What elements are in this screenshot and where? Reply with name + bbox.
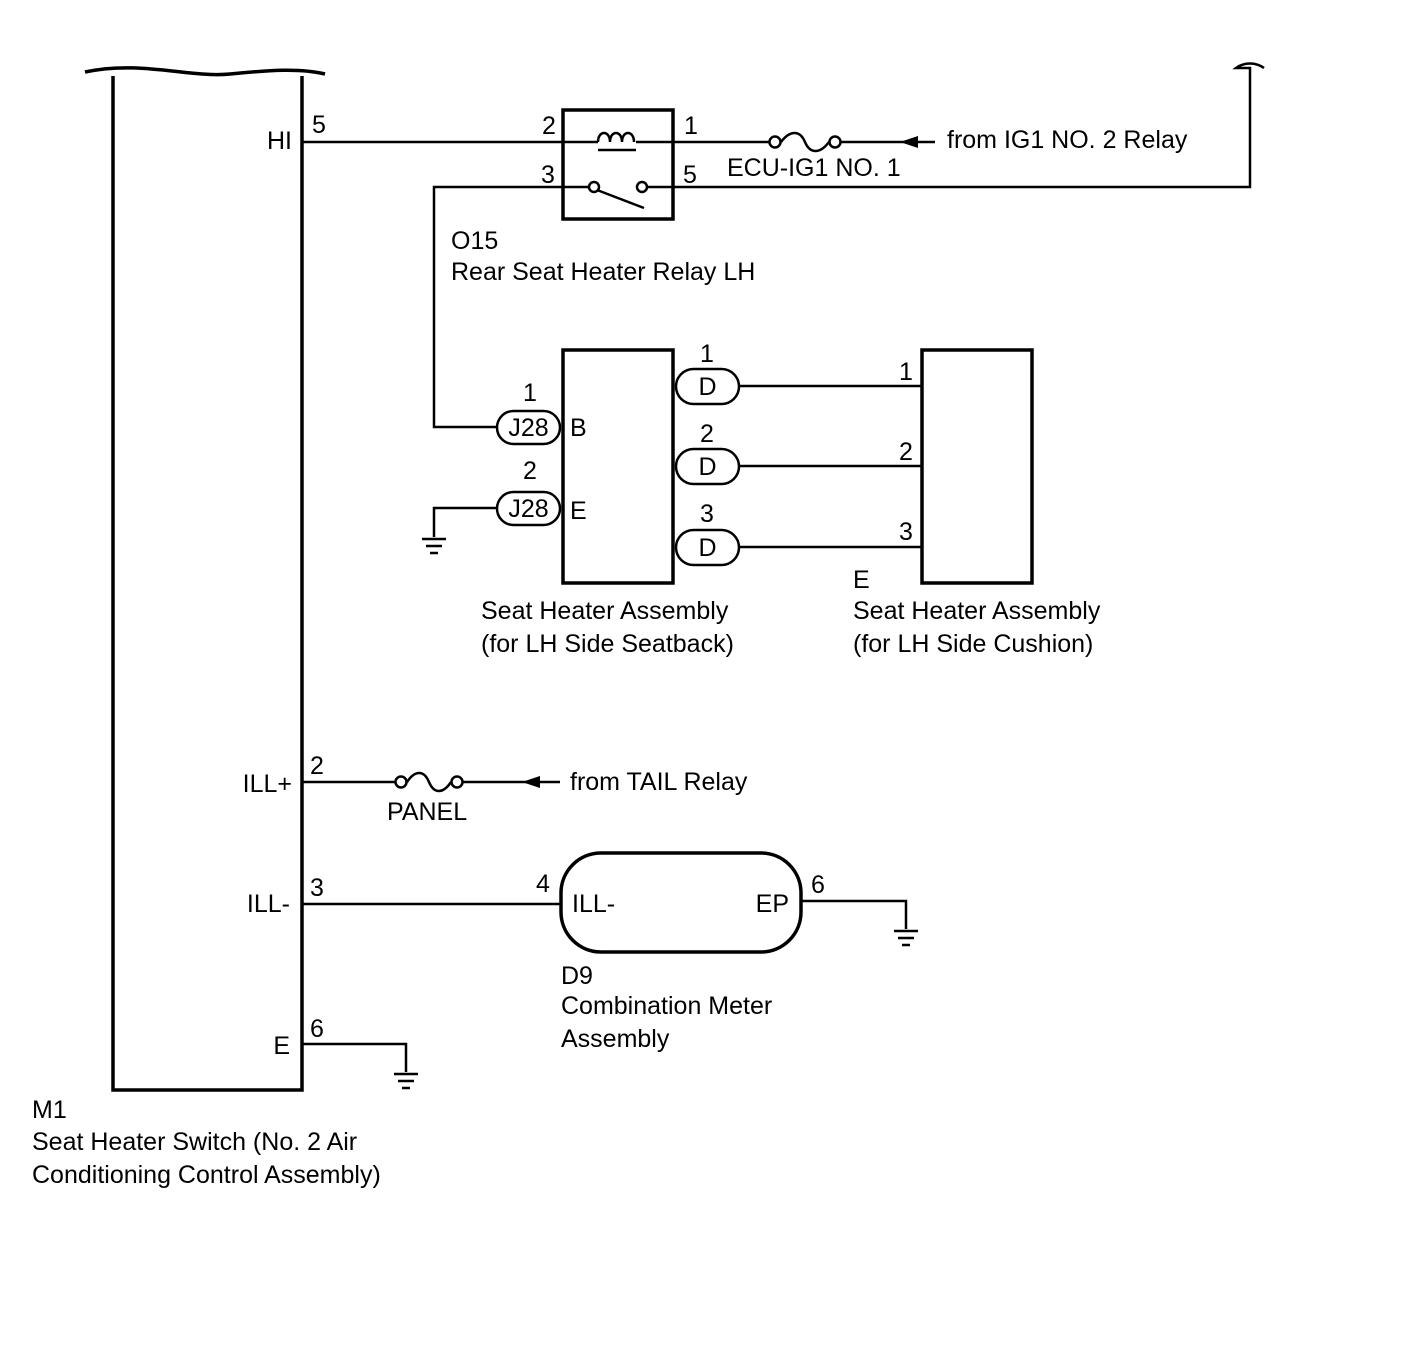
- ground-icon: [422, 537, 446, 555]
- fuse-icon: [405, 771, 453, 793]
- cushion-name-line1: Seat Heater Assembly: [853, 597, 1101, 625]
- relay-contact-icon: [635, 180, 649, 194]
- connector-d-2-pin: 2: [700, 420, 714, 448]
- meter-in-pin: 4: [536, 870, 550, 898]
- cushion-pin-1: 1: [899, 358, 913, 386]
- relay-pin-switch-in: 3: [541, 161, 555, 189]
- connector-d-3: [674, 528, 741, 567]
- ground-symbols: [394, 537, 918, 1090]
- switch-pin-label-ill-plus: ILL+: [243, 770, 292, 798]
- connector-d-3-pin: 3: [700, 500, 714, 528]
- fuse-panel-label: PANEL: [387, 798, 467, 826]
- relay-coil-icon: [596, 131, 636, 143]
- switch-break-line: [84, 66, 326, 77]
- relay-name: Rear Seat Heater Relay LH: [451, 258, 755, 286]
- connector-d-1-label: D: [698, 373, 716, 401]
- fuse-icon: [780, 131, 830, 153]
- relay-contact-icon: [587, 180, 601, 194]
- relay-code: O15: [451, 227, 498, 255]
- connector-j28-b-label: J28: [508, 414, 548, 442]
- connector-j28-e: [495, 490, 562, 527]
- switch-name-line2: Conditioning Control Assembly): [32, 1161, 381, 1189]
- switch-pin-number-e: 6: [310, 1015, 324, 1043]
- meter-out-label: EP: [756, 890, 789, 918]
- seatback-box: [561, 348, 675, 585]
- seat-heater-cushion: 1 2 3 E Seat Heater Assembly (for LH Sid…: [853, 348, 1101, 658]
- meter-in-label: ILL-: [572, 890, 615, 918]
- relay-switch-icon: [596, 188, 645, 210]
- wire-relay-out-to-ig1: [673, 62, 1265, 189]
- seatback-name-line1: Seat Heater Assembly: [481, 597, 729, 625]
- relay-pin-switch-out: 5: [683, 161, 697, 189]
- switch-pin-number-hi: 5: [312, 111, 326, 139]
- fuse-ecu-ig1: ECU-IG1 NO. 1: [727, 131, 901, 182]
- ground-icon: [394, 1072, 418, 1090]
- wire-relay-to-seatback-b: [432, 185, 563, 429]
- meter-name-line2: Assembly: [561, 1025, 670, 1053]
- arrow-left-icon: [522, 776, 540, 788]
- relay-pin-coil-out: 1: [684, 112, 698, 140]
- source-tail-label: from TAIL Relay: [570, 768, 748, 796]
- wire-meter-to-ground: [801, 899, 908, 929]
- wires: [302, 62, 1265, 1072]
- meter-name-line1: Combination Meter: [561, 992, 772, 1020]
- switch-name-line1: Seat Heater Switch (No. 2 Air: [32, 1128, 357, 1156]
- relay-pin-coil-in: 2: [542, 112, 556, 140]
- cushion-name-line2: (for LH Side Cushion): [853, 630, 1093, 658]
- seatback-name-line2: (for LH Side Seatback): [481, 630, 734, 658]
- seat-heater-switch: HI 5 ILL+ 2 ILL- 3 E 6 M1 Seat Heater Sw…: [32, 66, 381, 1189]
- switch-pin-label-ill-minus: ILL-: [247, 890, 290, 918]
- connector-d-2-label: D: [698, 453, 716, 481]
- cushion-pin-2: 2: [899, 438, 913, 466]
- wire-switch-to-ground: [302, 1042, 408, 1072]
- fuse-panel: PANEL: [387, 771, 467, 826]
- connector-d-1-pin: 1: [700, 340, 714, 368]
- switch-code: M1: [32, 1096, 67, 1124]
- meter-body: [559, 851, 803, 954]
- connector-j28-e-pin: 2: [523, 457, 537, 485]
- seatback-terminal-e: E: [570, 497, 587, 525]
- relay-box: [561, 108, 675, 221]
- meter-code: D9: [561, 962, 593, 990]
- switch-pin-number-ill-minus: 3: [310, 874, 324, 902]
- meter-out-pin: 6: [811, 871, 825, 899]
- rear-seat-heater-relay: 2 1 3 5 O15 Rear Seat Heater Relay LH: [451, 108, 755, 286]
- connector-d-1: [674, 367, 741, 406]
- source-ig1-label: from IG1 NO. 2 Relay: [947, 126, 1188, 154]
- combination-meter: ILL- 4 EP 6 D9 Combination Meter Assembl…: [536, 851, 825, 1053]
- connector-j28-b-pin: 1: [523, 379, 537, 407]
- cushion-pin-3: 3: [899, 518, 913, 546]
- switch-pin-number-ill-plus: 2: [310, 752, 324, 780]
- cushion-box: [920, 348, 1034, 585]
- seatback-terminal-b: B: [570, 414, 587, 442]
- connector-j28-b: [495, 409, 562, 446]
- switch-pin-label-e: E: [273, 1032, 290, 1060]
- switch-body: [111, 76, 304, 1092]
- arrow-left-icon: [900, 136, 918, 148]
- connector-d-3-label: D: [698, 534, 716, 562]
- connector-j28-e-label: J28: [508, 495, 548, 523]
- ground-icon: [894, 929, 918, 947]
- seat-heater-seatback: J28 1 B J28 2 E D 1 D 2 D 3 Seat Heater …: [481, 340, 741, 658]
- fuse-ecu-ig1-label: ECU-IG1 NO. 1: [727, 154, 901, 182]
- switch-pin-label-hi: HI: [267, 127, 292, 155]
- wire-seatback-e-to-ground: [432, 506, 500, 537]
- connector-d-2: [674, 447, 741, 486]
- cushion-code: E: [853, 566, 870, 594]
